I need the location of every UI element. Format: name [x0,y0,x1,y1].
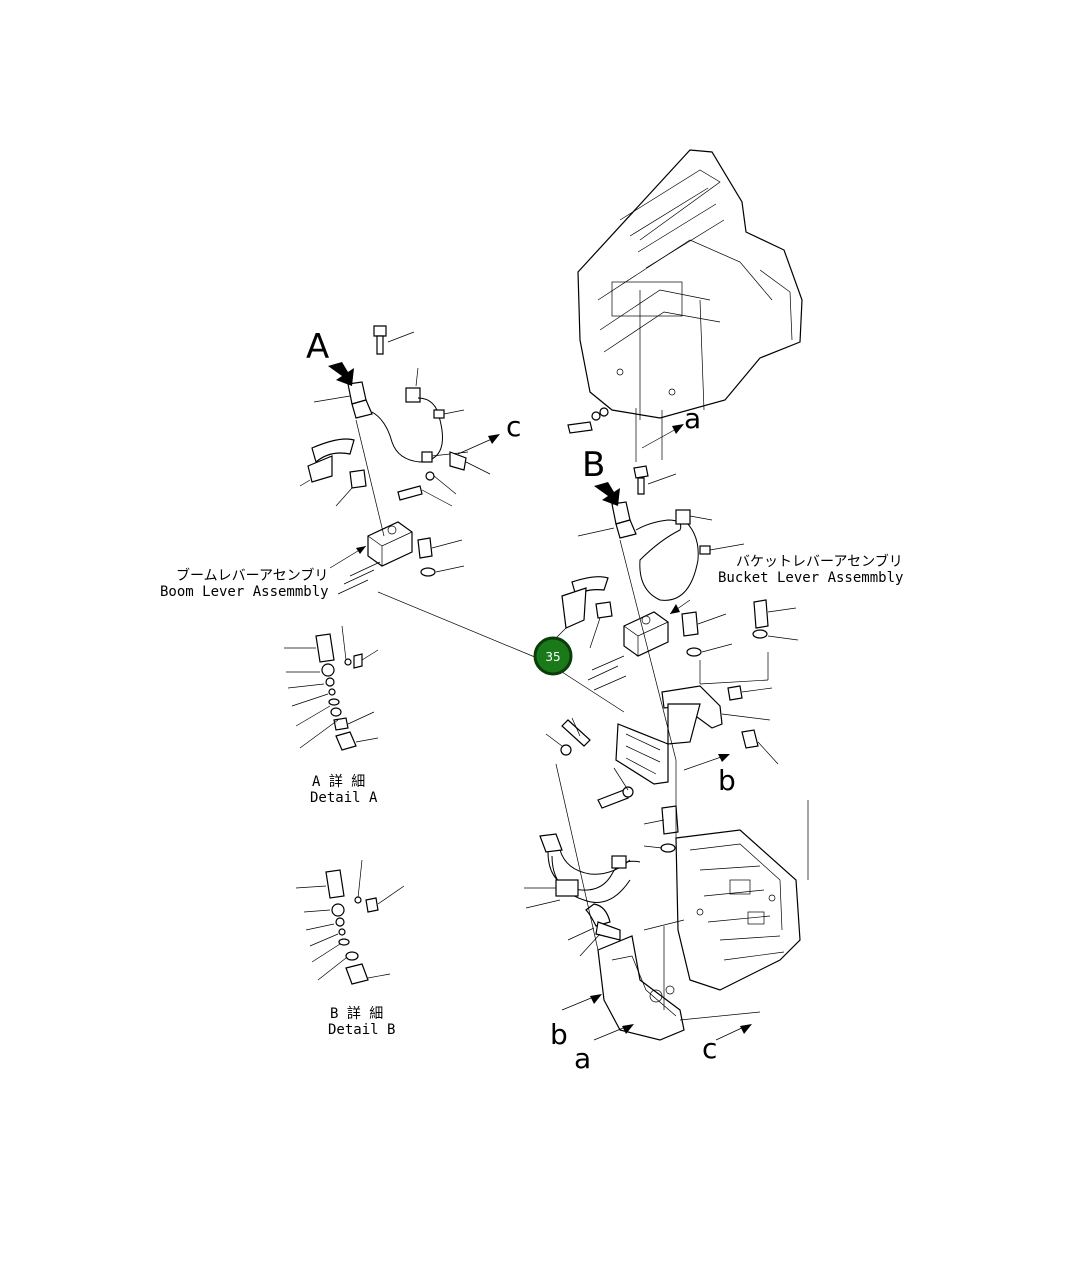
detail-a-label-jp: A 詳 細 [312,774,365,790]
arrow-c-bottom-label: c [702,1032,717,1065]
arrow-a-bottom-label: a [574,1042,591,1075]
view-a-label: A [306,327,329,367]
detail-b-parts [295,859,405,985]
boom-lever-parts [299,325,625,713]
harness-frame-parts [524,760,809,1041]
boom-lever-label-en: Boom Lever Assemmbly [160,584,329,600]
bolt-housing [567,407,609,434]
arrow-c-top-label: c [506,410,521,443]
detail-b-label-jp: B 詳 細 [330,1006,383,1022]
bucket-lever-label-jp: バケットレバーアセンブリ [736,553,903,570]
detail-a-parts [284,625,379,751]
arrow-a-top-label: a [684,402,701,435]
hotspot-circle[interactable] [533,636,573,676]
detail-b-label-en: Detail B [328,1022,395,1038]
part-hotspot-35[interactable]: 35 [533,636,573,676]
hotspot-number[interactable]: 35 [545,650,560,664]
arrow-b-bottom-label: b [550,1018,568,1051]
boom-lever-label-jp: ブームレバーアセンブリ [176,567,328,584]
detail-a-label-en: Detail A [310,790,378,806]
arrow-b-mid-label: b [718,764,736,797]
view-b-label: B [582,445,605,485]
bucket-lever-label-en: Bucket Lever Assemmbly [718,570,903,586]
bucket-lever-parts [545,424,799,853]
console-housing [577,149,803,420]
